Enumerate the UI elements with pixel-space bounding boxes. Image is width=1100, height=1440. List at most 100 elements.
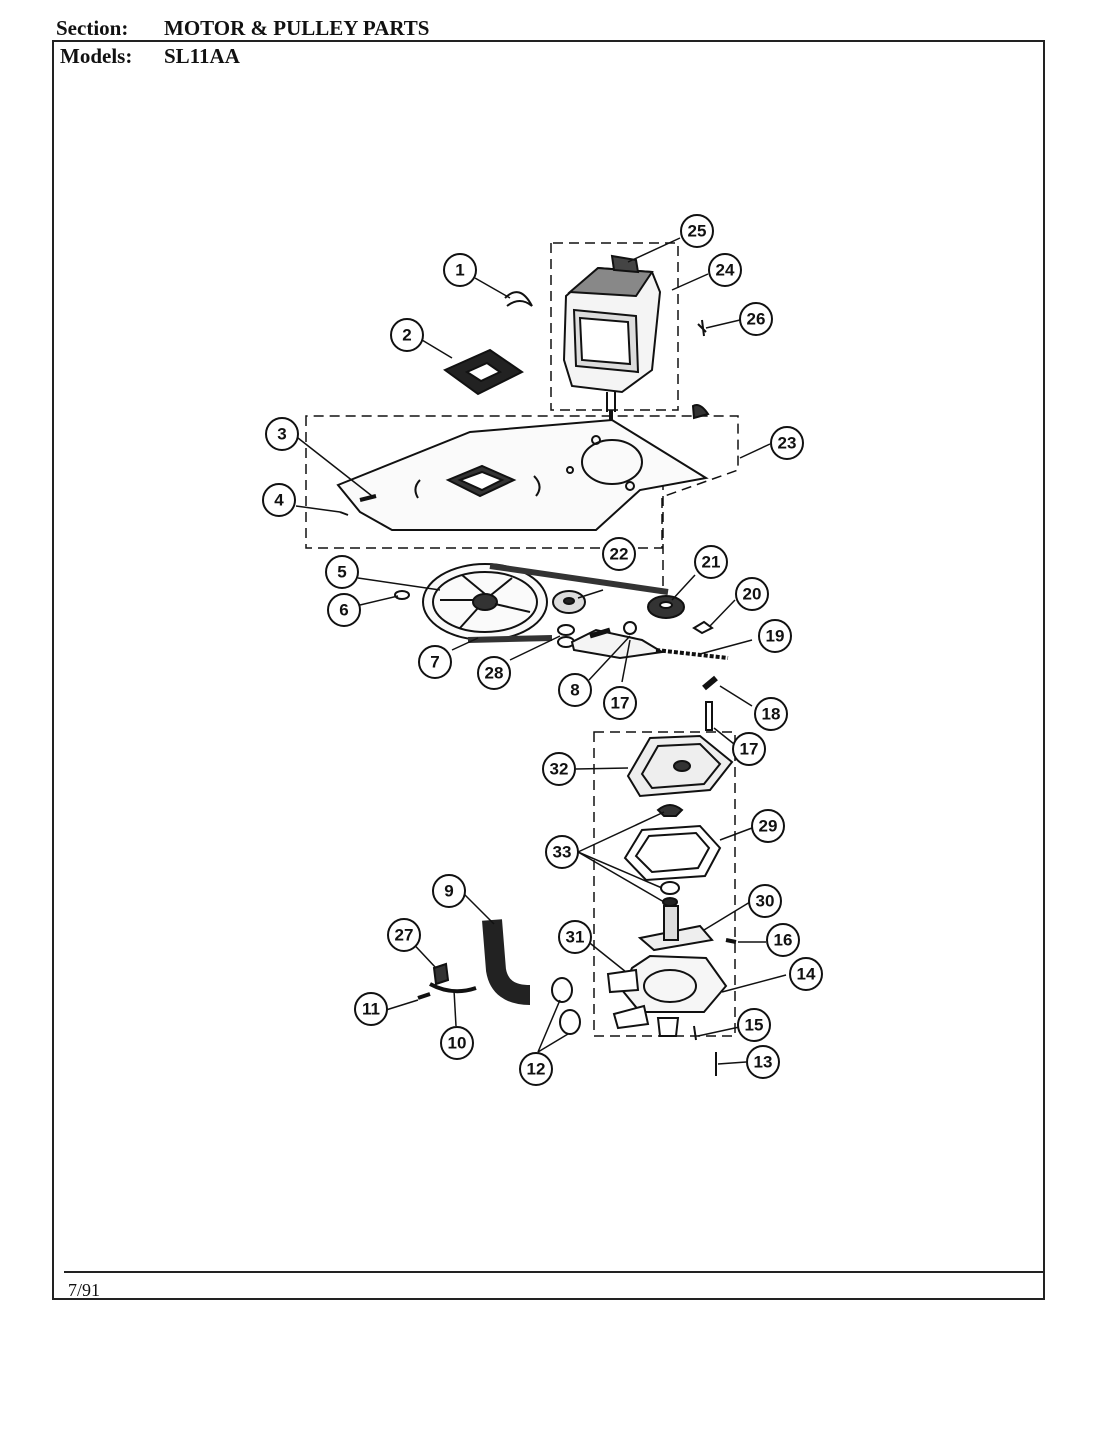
callout-21 [694,545,728,579]
clip-part [504,291,533,307]
callout-11 [354,992,388,1026]
callout-text: 5 [337,563,346,582]
bracket-screw-part [417,992,431,1000]
callout-18 [754,697,788,731]
callout-3 [265,417,299,451]
callout-text: 14 [797,965,816,984]
callout-17b [732,732,766,766]
callout-text: 12 [527,1060,546,1079]
models-value: SL11AA [164,44,240,68]
callout-8 [558,673,592,707]
callout-26 [739,302,773,336]
spacer-part [557,624,575,636]
callout-text: 28 [485,664,504,683]
callout-9 [432,874,466,908]
callout-text: 17 [611,694,630,713]
callout-22 [602,537,636,571]
callout-text: 23 [778,434,797,453]
callout-text: 18 [762,705,781,724]
callout-text: 9 [444,882,453,901]
callout-text: 30 [756,892,775,911]
callout-text: 22 [610,545,629,564]
callout-15 [737,1008,771,1042]
pin-part [705,701,713,731]
spring-part [702,675,718,691]
impeller-part [637,905,714,952]
callout-28 [477,656,511,690]
callout-10 [440,1026,474,1060]
section-title: MOTOR & PULLEY PARTS [164,16,430,40]
callout-text: 13 [754,1053,773,1072]
pump-cover-part [626,734,734,798]
callout-5 [325,555,359,589]
callout-text: 26 [747,310,766,329]
seal-part [656,804,684,817]
callout-32 [542,752,576,786]
leader-lines [295,237,787,1065]
diagram-frame [52,40,1045,1300]
callout-19 [758,619,792,653]
callout-23 [770,426,804,460]
callout-1 [443,253,477,287]
hose-clamp-part [551,977,573,1003]
callout-20 [735,577,769,611]
revision-date: 7/91 [68,1280,101,1300]
callout-text: 21 [702,553,721,572]
callout-29 [751,809,785,843]
callout-text: 15 [745,1016,764,1035]
callout-text: 31 [566,928,585,947]
callout-33 [545,835,579,869]
callout-text: 29 [759,817,778,836]
idler-pulley-part [552,590,586,614]
callout-text: 11 [362,1000,380,1019]
pump-housing-part [606,954,728,1037]
callout-27 [387,918,421,952]
callout-text: 4 [274,491,284,510]
callout-text: 19 [766,627,785,646]
idler-arm-part [570,621,729,660]
gasket-part [623,824,722,882]
bracket-part [432,962,450,986]
callout-text: 33 [553,843,572,862]
strap-part [429,982,477,994]
motor-group-box [550,242,679,411]
motor-pulley-part [647,595,685,619]
base-plate-part [336,418,709,531]
callout-2 [390,318,424,352]
callout-text: 25 [688,222,707,241]
washer-part [394,590,410,600]
callout-16 [766,923,800,957]
callout-text: 1 [455,261,464,280]
callout-24 [708,253,742,287]
callout-text: 2 [402,326,411,345]
motor-pad-part [443,348,524,396]
small-screw-part [725,938,737,944]
callout-text: 20 [743,585,762,604]
screw-part [697,319,707,337]
callout-6 [327,593,361,627]
drive-belt-part [467,563,669,643]
bolt-part [693,1025,697,1041]
models-label: Models: [60,44,133,68]
motor-part [562,266,662,422]
section-label: Section: [56,16,129,40]
footer-divider [64,1271,1045,1273]
callout-12 [519,1052,553,1086]
drain-hose-part [482,919,531,1005]
callout-text: 7 [430,653,439,672]
callout-17a [603,686,637,720]
callout-7 [418,645,452,679]
callout-13 [746,1045,780,1079]
callout-14 [789,957,823,991]
callout-25 [680,214,714,248]
callout-text: 32 [550,760,569,779]
callout-text: 17 [740,740,759,759]
callouts [262,214,823,1086]
callout-30 [748,884,782,918]
callout-text: 27 [395,926,414,945]
nut-part [692,620,714,635]
callout-4 [262,483,296,517]
callout-text: 10 [448,1034,467,1053]
callout-text: 24 [716,261,735,280]
